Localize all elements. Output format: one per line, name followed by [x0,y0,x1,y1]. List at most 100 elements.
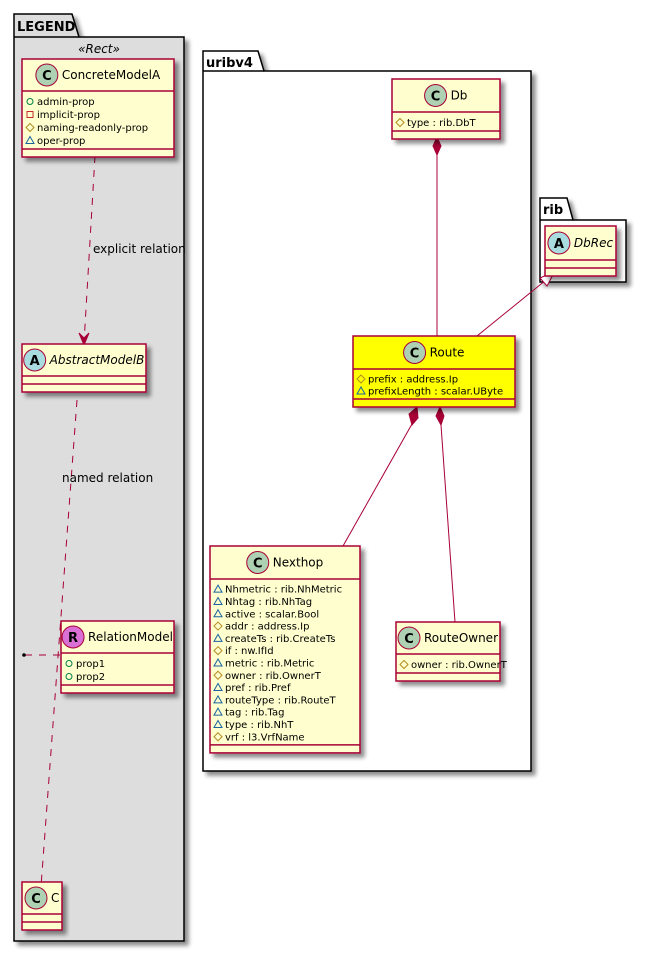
attribute-text: addr : address.Ip [225,622,309,633]
class-name: AbstractModelB [49,353,145,367]
class-attribute: pref : rib.Pref [213,682,291,694]
class-name: Route [430,346,465,360]
class-attribute: createTs : rib.CreateTs [213,633,335,645]
visibility-private-icon [26,111,34,118]
attribute-text: Nhmetric : rib.NhMetric [225,585,342,596]
abstract-class-icon [547,231,571,255]
class-attribute: owner : rib.OwnerT [399,659,508,671]
visibility-protected-icon [395,117,405,128]
visibility-package-icon [213,657,223,667]
composition-diamond-nexthop [408,405,419,427]
visibility-public-icon [65,660,73,667]
visibility-package-icon [213,596,223,605]
class-attribute: metric : rib.Metric [213,657,314,669]
class-name: ConcreteModelA [62,68,161,82]
class-icon [397,626,421,650]
visibility-protected-icon [213,732,223,742]
package-uribv4-name: uribv4 [206,56,253,71]
visibility-protected-icon [213,670,223,680]
attribute-text: naming-readonly-prop [37,123,148,134]
attribute-text: type : rib.NhT [225,720,294,731]
attribute-text: admin-prop [37,97,95,108]
attribute-text: routeType : rib.RouteT [225,695,337,706]
class-box [352,335,516,408]
visibility-package-icon [25,135,35,144]
class-box [391,78,501,140]
class-abstract-model-b[interactable]: AbstractModelB A [21,343,147,393]
abstract-class-icon [23,348,47,372]
relations [22,135,557,918]
visibility-package-icon [213,707,223,716]
attribute-text: metric : rib.Metric [225,658,314,669]
attribute-text: prop1 [76,659,105,670]
visibility-package-icon [213,584,223,593]
attribute-text: if : nw.IfId [225,646,274,657]
visibility-package-icon [356,385,366,395]
class-icon [403,341,427,364]
named-relation-label: named relation [62,471,153,485]
class-name: RouteOwner [424,631,498,645]
package-legend: LEGEND «Rect» [13,13,185,942]
class-icon [424,84,448,107]
visibility-public-icon [26,98,34,105]
explicit-relation-arrowhead [78,332,90,347]
class-attribute: vrf : l3.VrfName [213,732,305,743]
package-legend-name: LEGEND [17,20,76,35]
visibility-package-icon [213,682,223,692]
class-attribute: if : nw.IfId [213,645,274,657]
class-attribute: naming-readonly-prop [25,122,148,134]
explicit-relation-line[interactable] [83,155,96,344]
class-name: Nexthop [273,556,324,570]
explicit-relation-label: explicit relation [93,242,186,256]
attribute-text: prefixLength : scalar.UByte [368,387,503,398]
visibility-protected-icon [399,659,409,670]
route-nexthop-composition-line[interactable] [342,423,413,547]
visibility-protected-icon [25,122,35,133]
class-name: Db [451,89,468,103]
class-name: RelationModel [88,630,173,644]
visibility-protected-icon [356,374,366,384]
class-attribute: tag : rib.Tag [213,707,284,719]
visibility-public-icon [65,673,73,680]
visibility-package-icon [213,694,223,704]
class-c[interactable]: CC [21,881,63,931]
attribute-text: pref : rib.Pref [225,683,291,694]
attribute-text: oper-prop [37,136,85,147]
class-attribute: prefix : address.Ip [356,374,458,386]
class-icon [246,551,270,574]
class-kind-letter: C [253,557,263,572]
route-routeowner-composition-line[interactable] [440,424,456,623]
class-attribute: addr : address.Ip [213,621,309,633]
attribute-text: implicit-prop [37,110,100,121]
composition-diamond-routeowner [435,405,445,427]
class-attribute: admin-prop [26,97,95,108]
attribute-text: owner : rib.OwnerT [411,660,508,671]
class-attribute: routeType : rib.RouteT [213,694,337,706]
attribute-text: tag : rib.Tag [225,708,284,719]
class-attribute: oper-prop [25,135,85,147]
class-icon [24,886,48,910]
relation-class-icon [61,625,85,649]
class-attribute: type : rib.DbT [395,117,477,129]
class-attribute: prop1 [65,659,105,670]
route-dbrec-inheritance-line[interactable] [476,279,547,337]
attribute-text: owner : rib.OwnerT [225,671,322,682]
class-kind-letter: A [30,354,40,369]
class-kind-letter: C [404,632,414,647]
attribute-text: Nhtag : rib.NhTag [225,597,312,608]
visibility-package-icon [213,608,223,618]
class-attribute: Nhmetric : rib.NhMetric [213,584,342,596]
class-name: DbRec [574,236,614,250]
class-kind-letter: C [42,69,52,84]
attribute-text: prefix : address.Ip [368,375,458,386]
class-name: C [51,891,59,905]
class-attribute: prop2 [65,672,105,683]
